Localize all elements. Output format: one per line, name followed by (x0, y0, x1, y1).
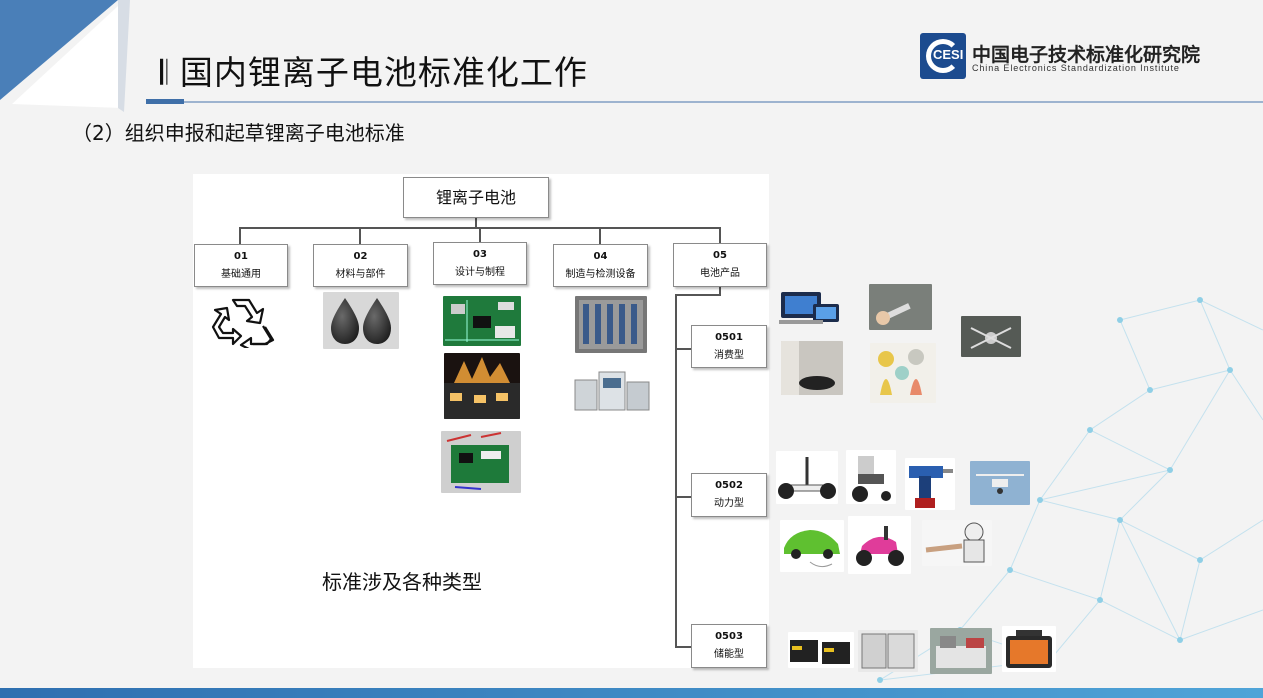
connector-line (675, 294, 677, 648)
connector-line (675, 348, 691, 350)
test-cabinet-image (575, 296, 647, 353)
category-node-01: 01 基础通用 (194, 244, 288, 287)
root-node-label: 锂离子电池 (435, 188, 516, 207)
electric-wheelchair-image (846, 450, 896, 504)
footer-band (0, 688, 1263, 698)
category-node-02: 02 材料与部件 (313, 244, 408, 287)
subcategory-node-0501: 0501 消费型 (691, 325, 767, 368)
subcategory-label: 动力型 (714, 498, 744, 509)
production-machine-image (571, 366, 653, 418)
recycle-icon (211, 298, 275, 348)
humanoid-robot-image (922, 520, 992, 566)
category-node-04: 04 制造与检测设备 (553, 244, 648, 287)
category-code: 01 (234, 251, 248, 262)
diagram-note: 标准涉及各种类型 (322, 570, 482, 594)
connector-line (719, 287, 721, 295)
category-node-03: 03 设计与制程 (433, 242, 527, 285)
e-cigarette-image (869, 284, 932, 330)
drone-small-image (961, 316, 1021, 357)
power-drill-image (905, 458, 955, 510)
category-code: 04 (593, 251, 608, 262)
energy-storage-cabinet-image (858, 630, 918, 672)
connector-line (479, 227, 481, 242)
kids-motorcycle-image (848, 516, 911, 574)
category-node-05: 05 电池产品 (673, 243, 767, 287)
connector-line (359, 227, 361, 244)
category-label: 电池产品 (700, 268, 740, 279)
logo-mark-text: CESI (933, 47, 964, 62)
bms-board-image (441, 431, 521, 493)
connector-line (599, 227, 601, 244)
category-label: 基础通用 (221, 269, 261, 280)
balance-scooter-image (776, 451, 838, 504)
header-divider (146, 101, 1263, 103)
connector-line (239, 227, 241, 244)
category-code: 05 (713, 250, 727, 261)
subcategory-code: 0501 (715, 332, 743, 343)
subcategory-node-0502: 0502 动力型 (691, 473, 767, 517)
page-title: 𝄃 国内锂离子电池标准化工作 (160, 53, 588, 92)
bluetooth-speakers-image (870, 343, 936, 403)
logo-name-en: China Electronics Standardization Instit… (972, 63, 1180, 73)
circuit-board-image (443, 296, 521, 346)
electric-car-image (780, 520, 844, 572)
category-label: 材料与部件 (335, 269, 386, 280)
logo-name-cn: 中国电子技术标准化研究院 (972, 44, 1201, 66)
connector-line (675, 294, 721, 296)
subcategory-node-0503: 0503 储能型 (691, 624, 767, 668)
connector-line (475, 218, 477, 228)
quadcopter-drone-image (970, 461, 1030, 505)
header-divider-accent (146, 99, 184, 104)
portable-power-station-image (1002, 626, 1056, 672)
subcategory-label: 储能型 (714, 649, 744, 660)
connector-line (675, 646, 691, 648)
robot-vacuum-image (781, 341, 843, 395)
tablet-devices-image (779, 290, 845, 328)
connector-line (719, 227, 721, 243)
section-subtitle: （2）组织申报和起草锂离子电池标准 (72, 121, 405, 145)
root-node: 锂离子电池 (403, 177, 549, 218)
subcategory-code: 0503 (715, 631, 743, 642)
subcategory-label: 消费型 (714, 350, 744, 361)
storage-battery-image (788, 632, 854, 668)
storage-station-image (930, 628, 992, 674)
corner-decoration (0, 0, 130, 112)
category-code: 03 (473, 249, 487, 260)
connector-line (675, 496, 691, 498)
category-label: 设计与制程 (455, 267, 505, 278)
cesi-logo-icon: CESI (920, 33, 966, 79)
material-powder-image (323, 292, 399, 349)
category-code: 02 (353, 251, 368, 262)
category-label: 制造与检测设备 (565, 269, 636, 280)
subcategory-code: 0502 (715, 480, 743, 491)
factory-fire-image (444, 353, 520, 419)
